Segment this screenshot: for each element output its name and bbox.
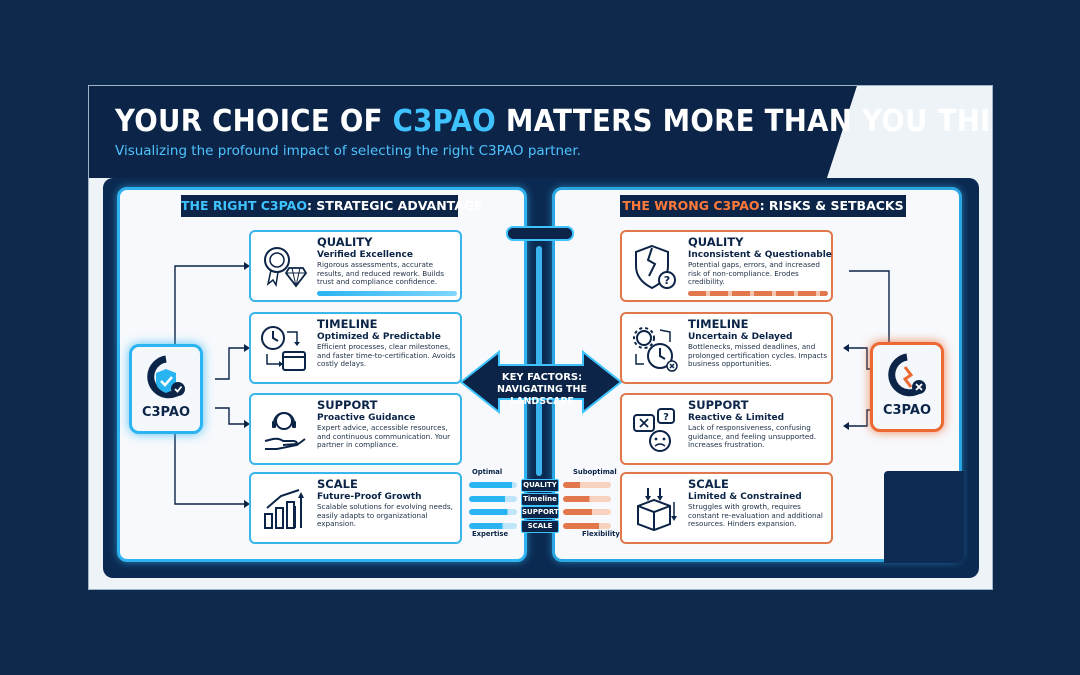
card-title: TIMELINE <box>688 317 749 331</box>
card-description: Expert advice, accessible resources, and… <box>317 423 451 450</box>
certificate-diamond-icon <box>264 247 308 288</box>
chat-confused-icon: ? <box>633 408 675 452</box>
card-wrong-quality: ? QUALITY Inconsistent & Questionable Po… <box>620 230 833 302</box>
c3pao-bad-badge: C3PAO <box>870 342 944 432</box>
card-progress-bar <box>688 291 828 296</box>
card-title: SCALE <box>688 477 729 491</box>
card-subtitle: Uncertain & Delayed <box>688 332 793 342</box>
page-title: YOUR CHOICE OF C3PAO MATTERS MORE THAN Y… <box>115 104 993 139</box>
card-title: SUPPORT <box>688 398 749 412</box>
card-right-support: SUPPORT Proactive Guidance Expert advice… <box>249 393 462 465</box>
key-factors-label: KEY FACTORS: NAVIGATING THE LANDSCAPE <box>481 372 603 408</box>
card-subtitle: Inconsistent & Questionable <box>688 250 832 260</box>
comparison-factor-timeline: Timeline <box>521 492 559 506</box>
broken-shield-icon: ? <box>635 244 676 290</box>
card-description: Efficient processes, clear milestones, a… <box>317 342 456 369</box>
card-title: TIMELINE <box>317 317 378 331</box>
svg-text:?: ? <box>663 412 669 423</box>
clock-calendar-icon <box>261 326 306 371</box>
comparison-left-bar <box>469 522 517 529</box>
comparison-left-bar <box>469 495 517 502</box>
card-wrong-support: ? SUPPORT Reactive & Limited Lack of res… <box>620 393 833 465</box>
wrong-c3pao-heading: THE WRONG C3PAO: RISKS & SETBACKS <box>620 195 906 217</box>
card-wrong-timeline: TIMELINE Uncertain & Delayed Bottlenecks… <box>620 312 833 384</box>
comparison-factor-quality: QUALITY <box>521 479 559 492</box>
c3pao-good-badge: C3PAO <box>129 344 203 434</box>
comparison-right-bar <box>563 522 611 529</box>
card-progress-bar <box>317 291 457 296</box>
card-title: QUALITY <box>688 235 744 249</box>
card-description: Scalable solutions for evolving needs, e… <box>317 502 453 529</box>
comparison-left-bar <box>469 509 517 515</box>
card-subtitle: Reactive & Limited <box>688 413 785 423</box>
comparison-right-bar <box>563 495 611 502</box>
c3pao-broken-logo-icon <box>888 353 926 397</box>
label-suboptimal: Suboptimal <box>573 468 617 476</box>
label-optimal: Optimal <box>472 468 503 476</box>
badge-label: C3PAO <box>141 405 191 420</box>
comparison-factor-scale: SCALE <box>521 519 559 533</box>
card-wrong-scale: SCALE Limited & Constrained Struggles wi… <box>620 472 833 544</box>
label-expertise: Expertise <box>472 530 509 538</box>
c3pao-check-logo-icon <box>147 355 185 399</box>
card-right-scale: SCALE Future-Proof Growth Scalable solut… <box>249 472 462 544</box>
comparison-right-bar <box>563 482 611 488</box>
header-band <box>89 86 992 178</box>
card-title: SUPPORT <box>317 398 378 412</box>
card-title: SCALE <box>317 477 358 491</box>
card-description: Struggles with growth, requires constant… <box>688 502 823 529</box>
comparison-factor-support: SUPPORT <box>521 506 559 519</box>
connector-lines <box>174 226 893 508</box>
infographic-poster: YOUR CHOICE OF C3PAO MATTERS MORE THAN Y… <box>88 85 993 590</box>
card-description: Rigorous assessments, accurate results, … <box>317 260 444 287</box>
card-subtitle: Limited & Constrained <box>688 492 802 502</box>
comparison-right-bar <box>563 509 611 515</box>
card-description: Lack of responsiveness, confusing guidan… <box>688 423 817 450</box>
svg-text:?: ? <box>664 274 670 287</box>
card-right-timeline: TIMELINE Optimized & Predictable Efficie… <box>249 312 462 384</box>
badge-label: C3PAO <box>882 403 932 418</box>
page-subtitle: Visualizing the profound impact of selec… <box>115 143 581 159</box>
box-down-icon <box>637 488 677 532</box>
comparison-left-bar <box>469 482 517 488</box>
key-factors-line1: KEY FACTORS: <box>501 372 583 383</box>
header: YOUR CHOICE OF C3PAO MATTERS MORE THAN Y… <box>89 86 993 178</box>
card-subtitle: Verified Excellence <box>317 250 413 260</box>
card-title: QUALITY <box>317 235 373 249</box>
label-flexibility: Flexibility <box>582 530 620 538</box>
card-subtitle: Optimized & Predictable <box>317 332 441 342</box>
key-factors-line2: NAVIGATING THE LANDSCAPE <box>497 384 587 407</box>
right-c3pao-heading: THE RIGHT C3PAO: STRATEGIC ADVANTAGE <box>181 195 483 217</box>
card-description: Bottlenecks, missed deadlines, and prolo… <box>688 342 828 369</box>
card-description: Potential gaps, errors, and increased ri… <box>688 260 820 287</box>
gears-clock-icon <box>633 327 678 372</box>
headset-hand-icon <box>264 412 306 450</box>
card-subtitle: Proactive Guidance <box>317 413 416 423</box>
corner-block <box>884 471 964 563</box>
card-right-quality: QUALITY Verified Excellence Rigorous ass… <box>249 230 462 302</box>
card-subtitle: Future-Proof Growth <box>317 492 422 502</box>
growth-chart-icon <box>264 489 304 529</box>
